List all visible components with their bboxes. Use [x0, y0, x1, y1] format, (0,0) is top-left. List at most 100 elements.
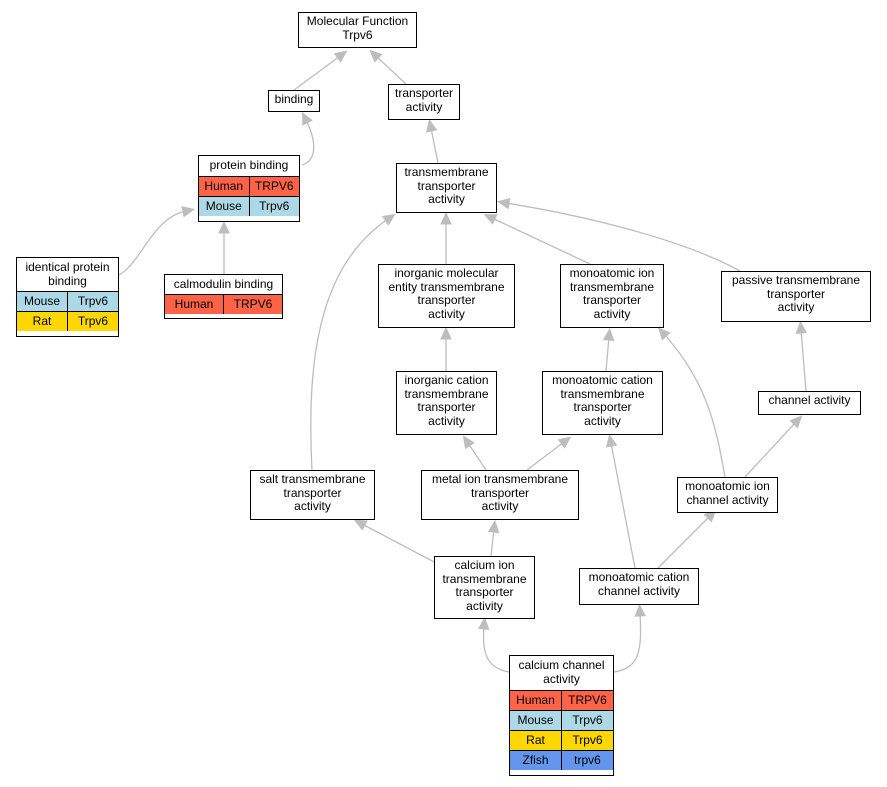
term-label: calcium channel activity — [518, 658, 605, 686]
term-label: transmembrane transporter activity — [404, 165, 489, 206]
gene-symbol[interactable]: trpv6 — [574, 752, 601, 767]
edge-binding-to-mf — [293, 50, 348, 91]
term-label: salt transmembrane transporter activity — [259, 472, 366, 513]
species-name: Human — [199, 177, 250, 197]
edge-calcium_ion_tm-to-metal_ion_tm — [487, 519, 500, 557]
edge-calmodulin_binding-to-protein_binding — [218, 220, 230, 274]
arrowhead — [795, 320, 808, 334]
gene-symbol[interactable]: TRPV6 — [254, 179, 294, 194]
term-label: passive transmembrane transporter activi… — [731, 273, 861, 314]
go-term-monoatomic-cation-tm[interactable]: monoatomic cation transmembrane transpor… — [542, 371, 663, 435]
species-name: Rat — [510, 730, 562, 750]
term-label: Molecular Function Trpv6 — [306, 14, 409, 42]
gene-symbol[interactable]: TRPV6 — [233, 296, 273, 311]
edge-passive_tm-to-tm_transporter — [496, 197, 741, 272]
edge-metal_ion_tm-to-monoatomic_cation_tm — [526, 436, 572, 471]
edge-channel_activity-to-passive_tm — [795, 320, 808, 392]
go-term-monoatomic-cation-channel[interactable]: monoatomic cation channel activity — [579, 568, 699, 605]
arrowhead — [602, 327, 615, 341]
go-term-salt-tm[interactable]: salt transmembrane transporter activity — [250, 470, 375, 520]
species-name: Mouse — [17, 292, 68, 312]
go-term-transporter-activity[interactable]: transporter activity — [388, 84, 460, 120]
edge-calcium_channel-to-monoatomic_cation_channel — [613, 603, 646, 673]
gene-symbol[interactable]: Trpv6 — [572, 732, 603, 747]
species-row: Human TRPV6 — [510, 689, 613, 710]
edge-metal_ion_tm-to-inorganic_cation — [462, 435, 487, 471]
term-label: binding — [274, 92, 314, 106]
gene-symbol[interactable]: TRPV6 — [568, 692, 607, 707]
term-label: monoatomic ion transmembrane transporter… — [569, 266, 655, 321]
term-label: metal ion transmembrane transporter acti… — [431, 472, 569, 513]
edge-protein_binding-to-binding — [301, 111, 315, 166]
species-name: Human — [510, 690, 562, 710]
go-term-tm-transporter[interactable]: transmembrane transporter activity — [396, 163, 497, 213]
go-term-monoatomic-ion-channel[interactable]: monoatomic ion channel activity — [677, 477, 778, 513]
go-term-binding[interactable]: binding — [268, 90, 320, 112]
arrowhead — [605, 433, 618, 448]
edge-monoatomic_ion_tm-to-tm_transporter — [483, 214, 591, 265]
go-term-channel-activity[interactable]: channel activity — [758, 391, 861, 415]
term-label: protein binding — [209, 158, 289, 173]
go-term-passive-tm[interactable]: passive transmembrane transporter activi… — [721, 271, 871, 322]
arrowhead — [789, 415, 803, 429]
arrowhead — [462, 435, 475, 450]
arrowhead — [657, 327, 671, 341]
term-label: transporter activity — [394, 86, 454, 114]
arrowhead — [301, 111, 313, 126]
edge-monoatomic_ion_channel-to-monoatomic_ion_tm — [657, 327, 726, 478]
term-label: monoatomic cation transmembrane transpor… — [552, 373, 653, 428]
species-name: Mouse — [199, 197, 250, 217]
gene-symbol[interactable]: Trpv6 — [259, 199, 290, 214]
go-term-inorganic-cation[interactable]: inorganic cation transmembrane transport… — [396, 371, 497, 435]
arrowhead — [426, 118, 438, 133]
species-row: Zfish trpv6 — [510, 749, 613, 770]
term-label: calcium ion transmembrane transporter ac… — [442, 558, 527, 613]
species-name: Zfish — [510, 750, 562, 770]
term-label: calmodulin binding — [173, 276, 274, 291]
term-label: monoatomic cation channel activity — [588, 570, 690, 598]
arrowhead — [218, 220, 230, 234]
arrowhead — [440, 326, 452, 340]
arrowhead — [181, 206, 196, 218]
gene-symbol[interactable]: Trpv6 — [572, 712, 603, 727]
go-term-inorganic-mol[interactable]: inorganic molecular entity transmembrane… — [378, 264, 515, 328]
species-row: Mouse Trpv6 — [199, 196, 299, 217]
edge-monoatomic_cation_channel-to-monoatomic_cation_tm — [605, 433, 636, 569]
arrowhead — [440, 211, 452, 225]
arrowhead — [381, 213, 396, 226]
edge-inorganic_mol-to-tm_transporter — [440, 211, 452, 264]
species-name: Mouse — [510, 710, 562, 730]
arrowhead — [483, 214, 498, 225]
go-term-metal-ion-tm[interactable]: metal ion transmembrane transporter acti… — [421, 470, 579, 520]
arrowhead — [477, 616, 490, 630]
gene-symbol[interactable]: Trpv6 — [77, 314, 109, 329]
edge-calcium_channel-to-calcium_ion_tm — [477, 616, 510, 673]
edge-calcium_ion_tm-to-salt_tm — [353, 519, 437, 564]
edge-identical_protein_binding-to-protein_binding — [118, 206, 196, 276]
edge-salt_tm-to-tm_transporter — [310, 213, 396, 471]
edge-tm_transporter-to-transporter_activity — [426, 118, 439, 164]
go-term-calcium-ion-tm[interactable]: calcium ion transmembrane transporter ac… — [434, 556, 535, 619]
go-term-monoatomic-ion-tm[interactable]: monoatomic ion transmembrane transporter… — [560, 264, 664, 328]
species-row: Rat Trpv6 — [510, 729, 613, 750]
term-label: inorganic molecular entity transmembrane… — [388, 266, 505, 321]
arrowhead — [353, 519, 368, 531]
gene-symbol[interactable]: Trpv6 — [77, 294, 109, 309]
arrowhead — [369, 49, 383, 63]
arrowhead — [333, 50, 348, 63]
term-label: monoatomic ion channel activity — [685, 479, 770, 507]
go-term-mf[interactable]: Molecular Function Trpv6 — [298, 12, 417, 48]
term-label: inorganic cation transmembrane transport… — [404, 373, 489, 428]
edge-monoatomic_ion_channel-to-channel_activity — [744, 415, 803, 478]
edge-monoatomic_cation_channel-to-monoatomic_ion_channel — [657, 509, 717, 569]
arrowhead — [496, 197, 511, 210]
arrowhead — [634, 603, 646, 617]
